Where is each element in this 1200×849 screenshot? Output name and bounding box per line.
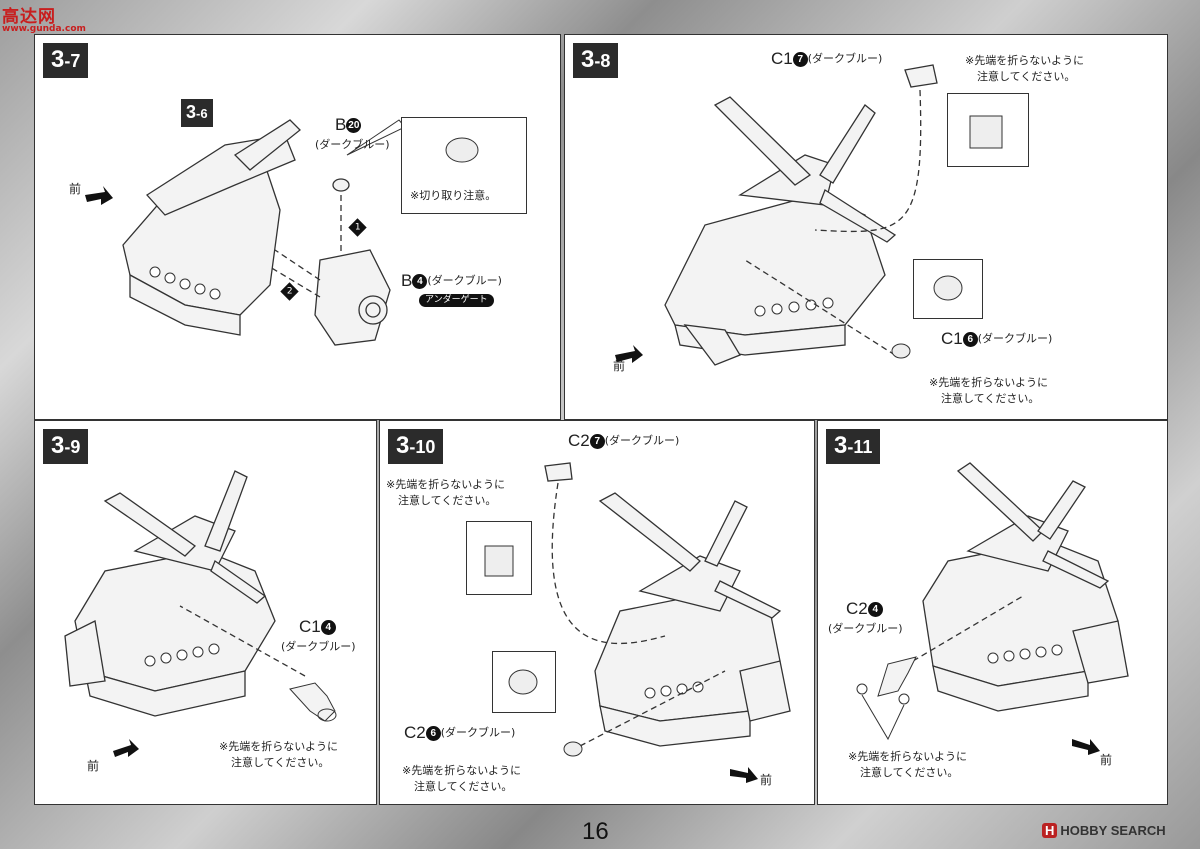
tank-illustration xyxy=(85,119,406,346)
part-detail-icon xyxy=(969,115,1003,149)
step-label: 3-9 xyxy=(43,429,89,464)
tank-illustration xyxy=(64,470,337,757)
note-line: 注意してください。 xyxy=(977,70,1076,83)
note-bottom: ※先端を折らないように 注意してください。 xyxy=(402,763,521,795)
ref-step-3-6: 3-6 xyxy=(181,99,213,127)
note-line: ※先端を折らないように xyxy=(848,750,967,763)
note-line: ※先端を折らないように xyxy=(219,740,338,753)
note: ※先端を折らないように 注意してください。 xyxy=(219,739,338,771)
note-line: ※先端を折らないように xyxy=(965,54,1084,67)
part-c1-4-color: (ダークブルー) xyxy=(281,640,356,653)
step-label: 3-11 xyxy=(826,429,881,464)
watermark-url: www.gunda.com xyxy=(2,24,86,34)
detail-callout-top xyxy=(466,521,532,595)
note-top: ※先端を折らないように 注意してください。 xyxy=(965,53,1084,85)
logo-text: HOBBY SEARCH xyxy=(1060,823,1166,838)
note-bottom: ※先端を折らないように 注意してください。 xyxy=(929,375,1048,407)
front-arrow xyxy=(85,186,113,205)
detail-callout-bottom xyxy=(492,651,556,713)
logo-mark: H xyxy=(1042,823,1058,838)
front-arrow xyxy=(615,345,643,363)
note-line: ※先端を折らないように xyxy=(402,764,521,777)
part-c2-4-color: (ダークブルー) xyxy=(828,622,903,635)
note-top: ※先端を折らないように 注意してください。 xyxy=(386,477,505,509)
front-arrow xyxy=(730,767,758,783)
front-label: 前 xyxy=(1100,753,1113,767)
front-label: 前 xyxy=(760,773,773,787)
front-label: 前 xyxy=(613,359,626,373)
tank-illustration xyxy=(615,64,938,366)
watermark: 高达网 www.gunda.com xyxy=(2,2,86,34)
front-label: 前 xyxy=(69,182,82,196)
detail-callout-bottom xyxy=(913,259,983,319)
note-line: 注意してください。 xyxy=(398,494,497,507)
part-detail-icon xyxy=(508,669,538,695)
cutting-callout: ※切り取り注意。 xyxy=(401,117,527,214)
note-line: 注意してください。 xyxy=(860,766,959,779)
step-label: 3-7 xyxy=(43,43,89,78)
note: ※先端を折らないように 注意してください。 xyxy=(848,749,967,781)
detail-callout-top xyxy=(947,93,1029,167)
part-detail-icon xyxy=(445,137,479,163)
tank-illustration xyxy=(544,462,791,783)
watermark-site: 高达网 xyxy=(2,7,56,27)
note-line: 注意してください。 xyxy=(941,392,1040,405)
step-label: 3-10 xyxy=(388,429,444,464)
note-line: ※先端を折らないように xyxy=(929,376,1048,389)
front-label: 前 xyxy=(87,759,100,773)
under-gate-tag: アンダーゲート xyxy=(419,294,494,307)
front-arrow xyxy=(113,739,139,757)
part-b20-color: (ダークブルー) xyxy=(315,138,390,151)
note-line: 注意してください。 xyxy=(414,780,513,793)
note-line: ※先端を折らないように xyxy=(386,478,505,491)
step-label: 3-8 xyxy=(573,43,619,78)
part-detail-icon xyxy=(933,275,963,301)
front-arrow xyxy=(1072,739,1100,755)
cutting-note: ※切り取り注意。 xyxy=(410,189,497,202)
part-detail-icon xyxy=(484,545,514,577)
tank-illustration xyxy=(856,462,1129,755)
page-number: 16 xyxy=(582,818,609,845)
note-line: 注意してください。 xyxy=(231,756,330,769)
